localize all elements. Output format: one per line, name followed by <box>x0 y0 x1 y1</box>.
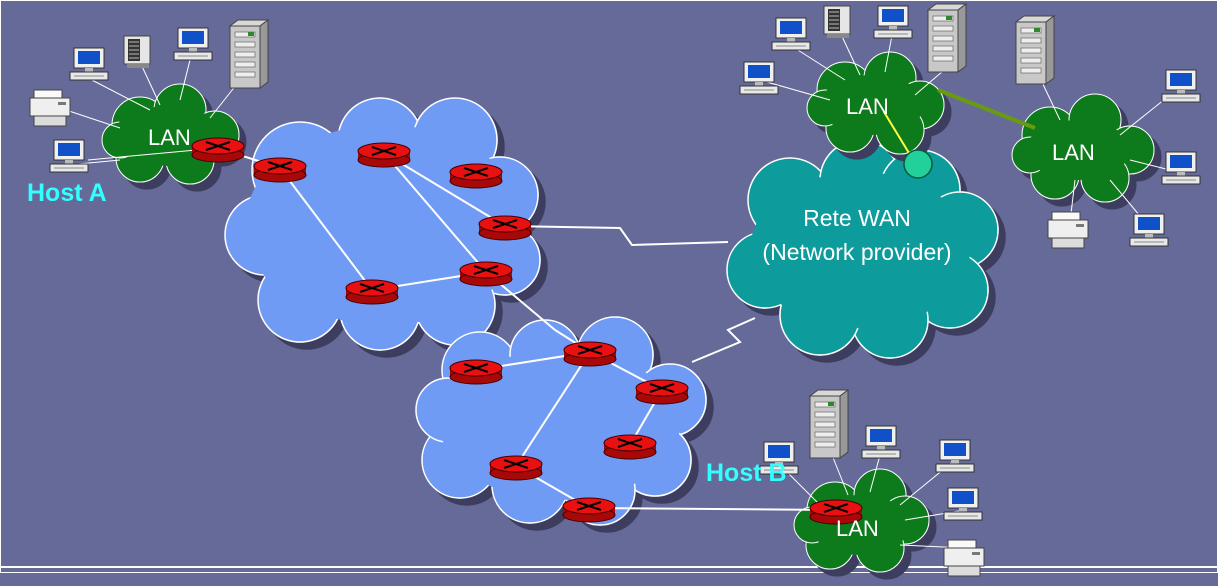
workstation-icon <box>943 487 983 521</box>
lan-top-spokes <box>759 29 951 101</box>
workstation-icon <box>759 441 799 475</box>
host-a-label: Host A <box>27 179 107 207</box>
router-icon <box>563 341 617 367</box>
workstation-icon <box>49 139 89 173</box>
workstation-icon <box>173 27 213 61</box>
lan-cloud-a <box>101 83 240 185</box>
tower-server-icon <box>1014 15 1056 85</box>
workstation-icon <box>739 61 779 95</box>
router-icon <box>809 499 863 525</box>
tower-server-icon <box>228 19 270 89</box>
wan-access-node <box>903 149 933 179</box>
lan-a-label: LAN <box>148 125 191 150</box>
routers <box>191 137 863 525</box>
lan-top-label: LAN <box>846 94 889 119</box>
devices <box>29 3 1201 577</box>
router-icon <box>478 215 532 241</box>
rack-server-icon <box>823 5 851 38</box>
host-b-label: Host B <box>706 459 787 487</box>
printer-icon <box>943 539 985 577</box>
printer-icon <box>1047 211 1089 249</box>
router-icon <box>449 163 503 189</box>
wan-access-link <box>883 111 913 159</box>
wan-cloud <box>726 139 999 359</box>
wan-title-line2: (Network provider) <box>762 239 951 265</box>
workstation-icon <box>1129 213 1169 247</box>
tower-server-icon <box>926 3 968 73</box>
router-icon <box>562 497 616 523</box>
router-icon <box>459 261 513 287</box>
router-icon <box>603 434 657 460</box>
router-icon <box>253 157 307 183</box>
workstation-icon <box>873 5 913 39</box>
lan-cloud-right <box>1011 93 1155 203</box>
lan-cloud-top <box>806 51 945 155</box>
workstation-icon <box>935 439 975 473</box>
workstation-icon <box>1161 69 1201 103</box>
lan-right-label: LAN <box>1052 140 1095 165</box>
router-icon <box>345 279 399 305</box>
tower-server-icon <box>808 389 850 459</box>
workstation-icon <box>69 47 109 81</box>
router-icon <box>635 379 689 405</box>
workstation-icon <box>1161 151 1201 185</box>
workstation-icon <box>861 425 901 459</box>
workstation-icon <box>771 17 811 51</box>
router-icon <box>191 137 245 163</box>
wan-title-line1: Rete WAN <box>803 205 911 231</box>
router-icon <box>489 455 543 481</box>
lan-trunk-link <box>937 88 1036 130</box>
backbone-cloud-lower <box>415 316 707 526</box>
lan-b-label: LAN <box>836 516 879 541</box>
rack-server-icon <box>123 35 151 68</box>
printer-icon <box>29 89 71 127</box>
router-icon <box>357 142 411 168</box>
router-icon <box>449 359 503 385</box>
